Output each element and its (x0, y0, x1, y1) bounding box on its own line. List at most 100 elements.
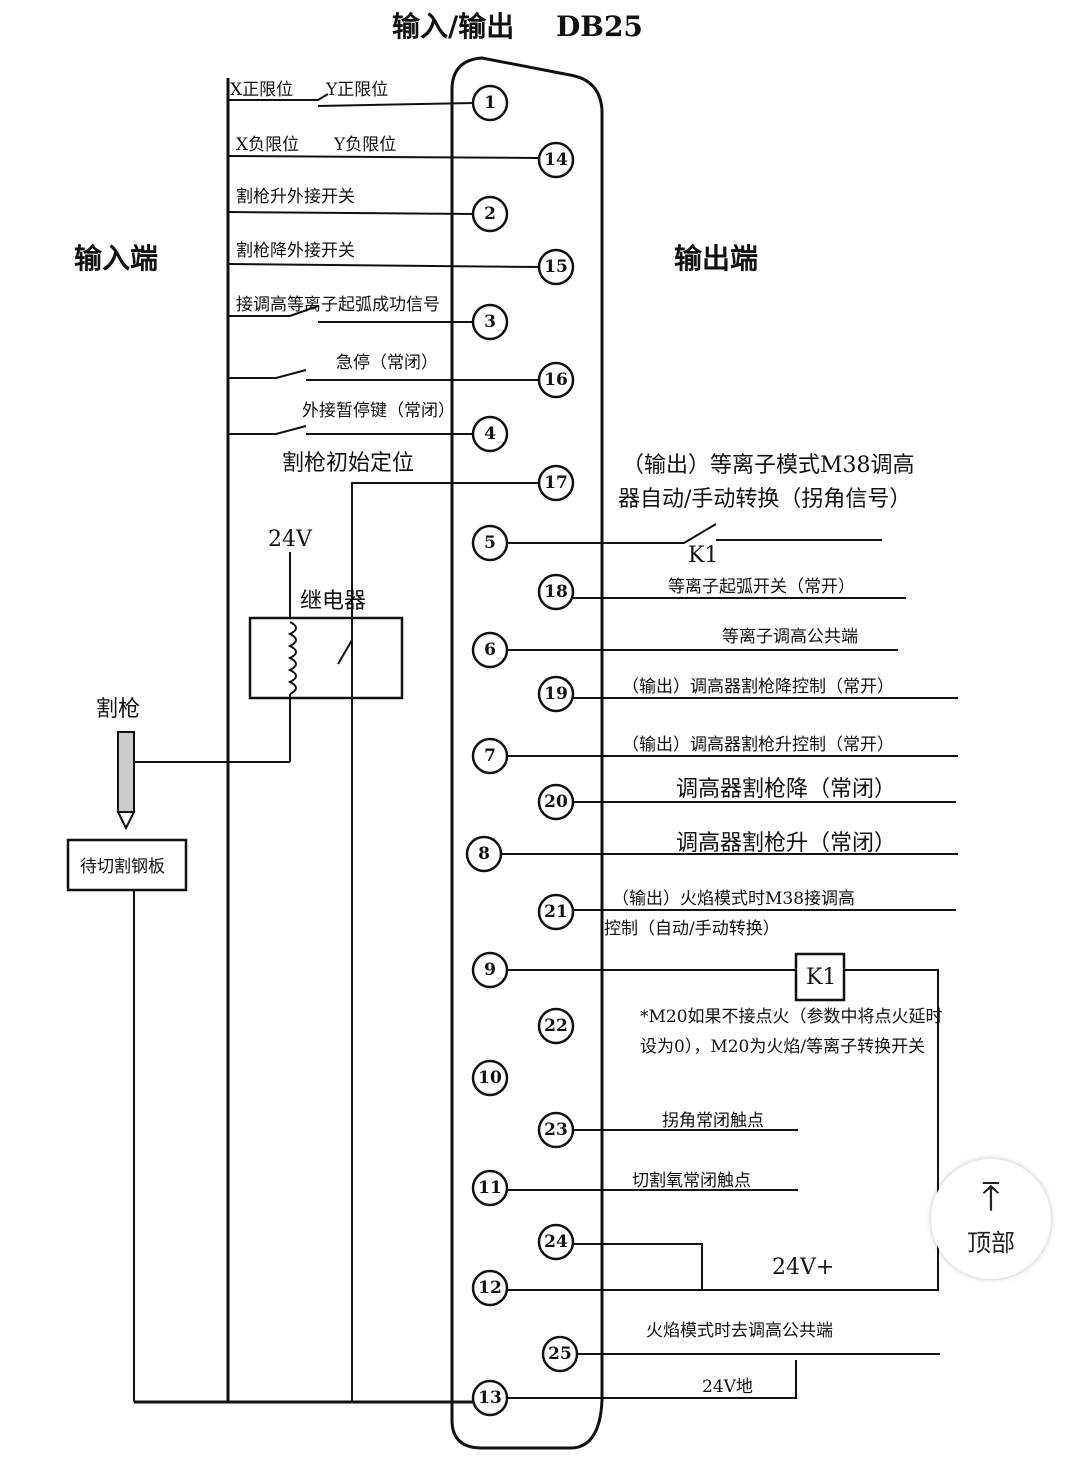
wire-estop (228, 369, 307, 379)
pin-8: 8 (465, 835, 503, 873)
pin-15: 15 (537, 248, 575, 286)
pin-2: 2 (471, 195, 509, 233)
pin-22: 22 (537, 1007, 575, 1045)
pin-11: 11 (471, 1169, 509, 1207)
pin-label: 25 (548, 1344, 572, 1364)
pin-label: 2 (484, 204, 496, 224)
label-torch: 割枪 (96, 697, 140, 722)
pin-25: 25 (541, 1335, 579, 1373)
pin-9: 9 (471, 951, 509, 989)
pin-label: 21 (544, 902, 568, 922)
wire-pin5-k1 (508, 523, 717, 544)
pin-12: 12 (471, 1269, 509, 1307)
input-side-heading: 输入端 (74, 242, 158, 275)
label-corner-nc: 拐角常闭触点 (662, 1111, 764, 1131)
back-to-top-button[interactable]: ⤒ 顶部 (931, 1159, 1051, 1279)
wire-pin14 (227, 155, 541, 159)
wire-pause (228, 425, 307, 435)
label-k1-contact: K1 (688, 543, 718, 568)
pin-label: 8 (478, 844, 490, 864)
relay-box (248, 616, 404, 700)
arrow-up-icon: ⤒ (982, 1174, 1000, 1220)
label-out-torch-down: （输出）调高器割枪降控制（常开） (622, 677, 894, 697)
pin-4: 4 (471, 415, 509, 453)
output-side-heading: 输出端 (674, 242, 758, 275)
pin-5: 5 (471, 524, 509, 562)
label-24v: 24V (268, 527, 313, 552)
pin-label: 10 (478, 1068, 502, 1088)
pin-label: 16 (544, 370, 568, 390)
pin-20: 20 (537, 783, 575, 821)
pin-3: 3 (471, 303, 509, 341)
wire-pin15 (227, 263, 541, 268)
label-y-neg-limit: Y负限位 (333, 135, 396, 155)
pin-label: 1 (484, 93, 496, 113)
pin-13: 13 (471, 1379, 509, 1417)
pin-label: 23 (544, 1120, 568, 1140)
pin-label: 24 (544, 1232, 568, 1252)
label-note-1: *M20如果不接点火（参数中将点火延时 (640, 1007, 943, 1027)
wire-pin24 (572, 1243, 703, 1290)
diagram-title: 输入/输出 (392, 10, 514, 43)
pin-label: 15 (544, 257, 568, 277)
wire-arc-switch (228, 305, 319, 317)
pin-10: 10 (471, 1059, 509, 1097)
pin-label: 3 (484, 312, 496, 332)
pin-17: 17 (537, 464, 575, 502)
label-flame-mode-2: 控制（自动/手动转换） (604, 919, 780, 939)
label-plasma-mode-2: 器自动/手动转换（拐角信号） (618, 487, 911, 512)
back-to-top-label: 顶部 (967, 1229, 1015, 1257)
k1-coil-box (794, 952, 846, 1002)
label-arc-switch: 等离子起弧开关（常开） (668, 577, 855, 597)
pin-label: 17 (544, 473, 568, 493)
pin-label: 14 (544, 150, 568, 170)
pin-14: 14 (537, 141, 575, 179)
pin-16: 16 (537, 361, 575, 399)
wire-k1-to-pin12 (508, 969, 939, 1291)
pin-23: 23 (537, 1111, 575, 1149)
db25-shell (450, 56, 604, 1450)
label-24v-gnd: 24V地 (702, 1377, 753, 1397)
pin-label: 5 (484, 533, 496, 553)
label-y-pos-limit: Y正限位 (325, 80, 388, 100)
pin-18: 18 (537, 573, 575, 611)
steel-plate-box (66, 838, 188, 892)
label-arc-success: 接调高等离子起弧成功信号 (236, 295, 440, 315)
label-24v-plus: 24V+ (772, 1255, 834, 1280)
label-thc-down: 调高器割枪降（常闭） (676, 777, 896, 802)
pin-label: 4 (484, 424, 496, 444)
label-flame-mode-1: （输出）火焰模式时M38接调高 (612, 889, 855, 909)
wire-pin13-gnd (508, 1360, 797, 1399)
relay-contact-icon (337, 639, 353, 665)
pin-6: 6 (471, 631, 509, 669)
label-oxygen-nc: 切割氧常闭触点 (632, 1171, 751, 1191)
label-out-torch-up: （输出）调高器割枪升控制（常开） (622, 735, 894, 755)
pin-label: 6 (484, 640, 496, 660)
label-thc-up: 调高器割枪升（常闭） (676, 831, 896, 856)
label-plasma-mode-1: （输出）等离子模式M38调高 (622, 453, 915, 478)
label-torch-down-switch: 割枪降外接开关 (236, 241, 355, 261)
connector-name: DB25 (556, 10, 643, 43)
label-torch-up-switch: 割枪升外接开关 (236, 187, 355, 207)
label-torch-home: 割枪初始定位 (282, 451, 414, 476)
label-relay: 继电器 (300, 589, 366, 614)
label-x-neg-limit: X负限位 (236, 135, 299, 155)
pin-19: 19 (537, 675, 575, 713)
pin-7: 7 (471, 737, 509, 775)
label-pause-key: 外接暂停键（常闭） (302, 401, 455, 421)
pin-21: 21 (537, 893, 575, 931)
wire-pin1 (317, 102, 475, 107)
pin-label: 12 (478, 1278, 502, 1298)
wire-x-pos-limit (228, 93, 329, 101)
relay-coil-icon (287, 621, 297, 695)
pin-1: 1 (471, 84, 509, 122)
label-estop: 急停（常闭） (336, 353, 438, 373)
torch-tip-icon (116, 811, 136, 831)
pin-24: 24 (537, 1223, 575, 1261)
label-note-2: 设为0），M20为火焰/等离子转换开关 (640, 1037, 925, 1057)
pin-label: 20 (544, 792, 568, 812)
pin-label: 7 (484, 746, 496, 766)
label-flame-common: 火焰模式时去调高公共端 (646, 1321, 833, 1341)
pin-label: 22 (544, 1016, 568, 1036)
